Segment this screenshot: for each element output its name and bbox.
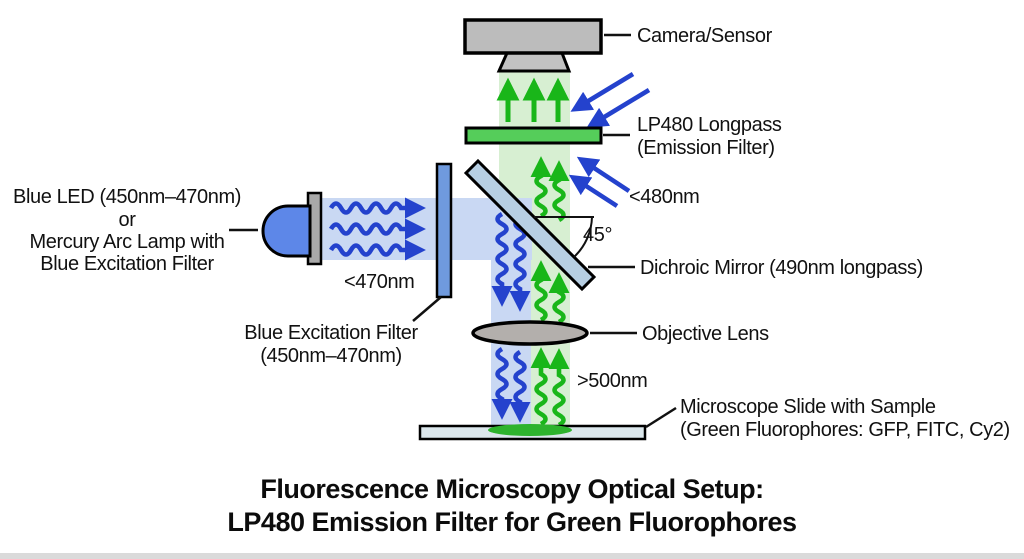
diagram-title-line1: Fluorescence Microscopy Optical Setup: [260,474,763,504]
emission-arrows-up-top [496,77,570,122]
mirror-angle-annotation [534,216,594,258]
dichroic-mirror [463,158,597,292]
label-emission-filter-line2: (Emission Filter) [637,137,775,159]
label-excitation-wavelength: <470nm [344,271,414,293]
led-bulb [261,204,312,258]
label-blocked-wavelength: <480nm [629,186,699,208]
label-dichroic: Dichroic Mirror (490nm longpass) [640,257,923,279]
label-source-line4: Blue Excitation Filter [40,253,214,275]
label-emitted-wavelength: >500nm [577,370,647,392]
bottom-edge-strip [0,553,1024,559]
camera-funnel [496,51,572,73]
blocked-light-arrows-upper [570,72,651,128]
emission-arrows-up-lower [530,347,570,428]
label-objective: Objective Lens [642,323,769,345]
objective-lens [471,320,589,346]
excitation-arrows-horizontal [328,197,426,261]
label-camera: Camera/Sensor [637,25,773,47]
label-excitation-filter-line2: (450nm–470nm) [260,345,402,367]
leader-excitation-filter [412,296,442,322]
sample-fluorophore [488,424,572,436]
blue-excitation-filter [435,162,453,299]
excitation-arrows-down-lower [491,346,531,423]
label-source-line1: Blue LED (450nm–470nm) [13,186,241,208]
emission-arrows-up-premirror [530,156,570,223]
label-slide-line1: Microscope Slide with Sample [680,396,936,418]
label-source-line2: or [119,209,137,231]
camera-sensor-body [463,18,603,55]
label-slide-line2: (Green Fluorophores: GFP, FITC, Cy2) [680,419,1010,441]
emission-arrows-up-middle [530,260,570,325]
blocked-light-arrows-lower [568,156,631,208]
diagram-title-line2: LP480 Emission Filter for Green Fluoroph… [227,507,796,537]
label-excitation-filter-line1: Blue Excitation Filter [244,322,418,344]
label-source-line3: Mercury Arc Lamp with [30,231,225,253]
lp480-emission-filter [464,126,603,145]
label-emission-filter-line1: LP480 Longpass [637,114,782,136]
leader-slide [645,406,677,429]
label-mirror-angle: 45° [583,224,612,246]
